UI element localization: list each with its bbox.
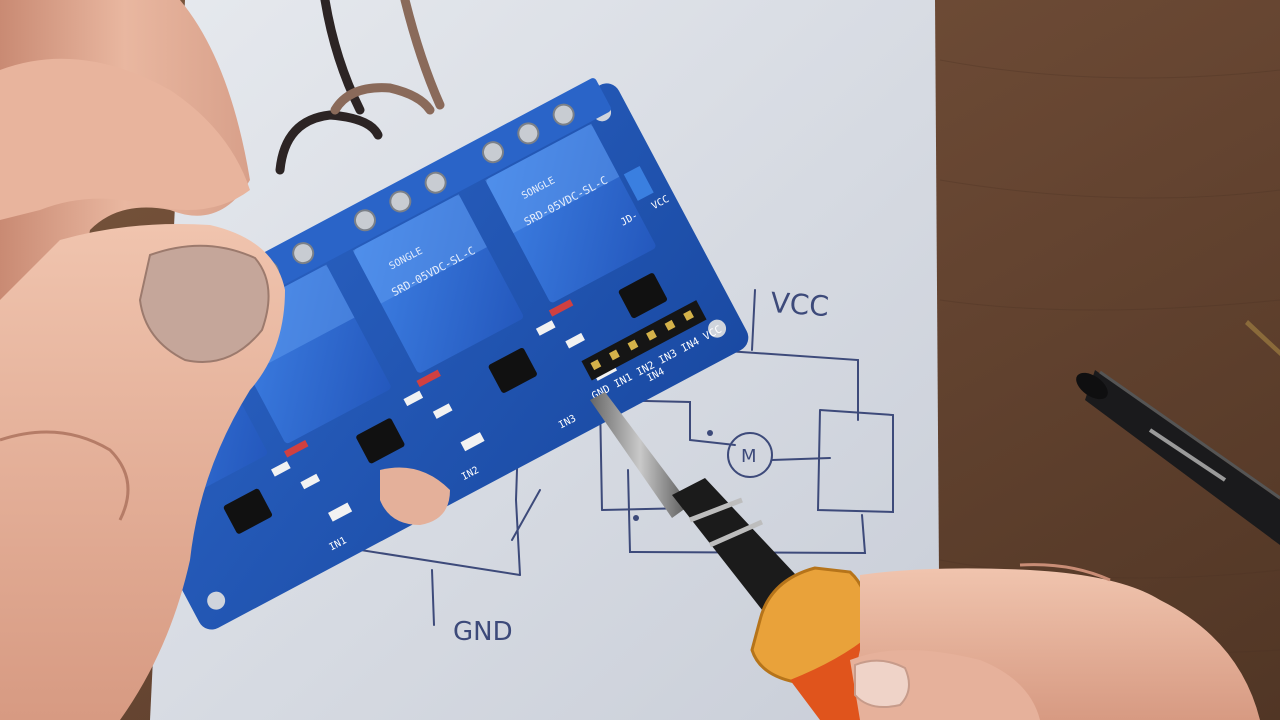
screwdriver-shaft — [590, 392, 690, 518]
mount-hole — [207, 591, 226, 610]
header-pins — [581, 300, 707, 381]
diodes — [283, 299, 574, 458]
pencil-tip — [1245, 320, 1280, 356]
pen-icon — [1076, 370, 1280, 545]
optocouplers — [223, 273, 668, 534]
left-hand — [0, 0, 450, 720]
vcc-label: VCC — [770, 286, 830, 323]
thumbnail — [138, 244, 270, 363]
right-hand — [850, 563, 1260, 720]
gnd-label: GND — [453, 617, 513, 647]
mount-hole — [708, 319, 727, 338]
fingernail — [854, 659, 910, 708]
motor-label: M — [741, 446, 757, 467]
jumper — [623, 165, 654, 201]
